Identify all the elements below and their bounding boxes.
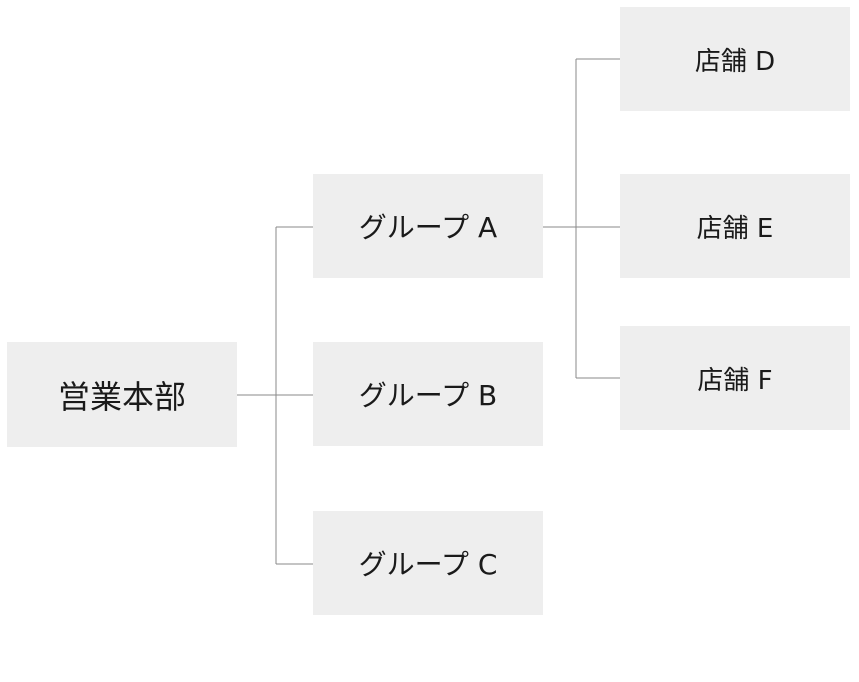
node-group-a: グループ A bbox=[313, 174, 543, 278]
node-store-d: 店舗 D bbox=[620, 7, 850, 111]
node-label: 店舗 F bbox=[697, 365, 773, 396]
node-label: グループ B bbox=[358, 379, 498, 412]
node-label: 店舗 E bbox=[696, 213, 774, 244]
node-label: グループ A bbox=[358, 211, 498, 244]
node-label: グループ C bbox=[358, 548, 498, 581]
node-label: 店舗 D bbox=[694, 46, 776, 77]
node-label: 営業本部 bbox=[57, 377, 186, 416]
node-group-c: グループ C bbox=[313, 511, 543, 615]
node-group-b: グループ B bbox=[313, 342, 543, 446]
node-store-e: 店舗 E bbox=[620, 174, 850, 278]
node-sales-headquarters: 営業本部 bbox=[7, 342, 237, 447]
node-store-f: 店舗 F bbox=[620, 326, 850, 430]
